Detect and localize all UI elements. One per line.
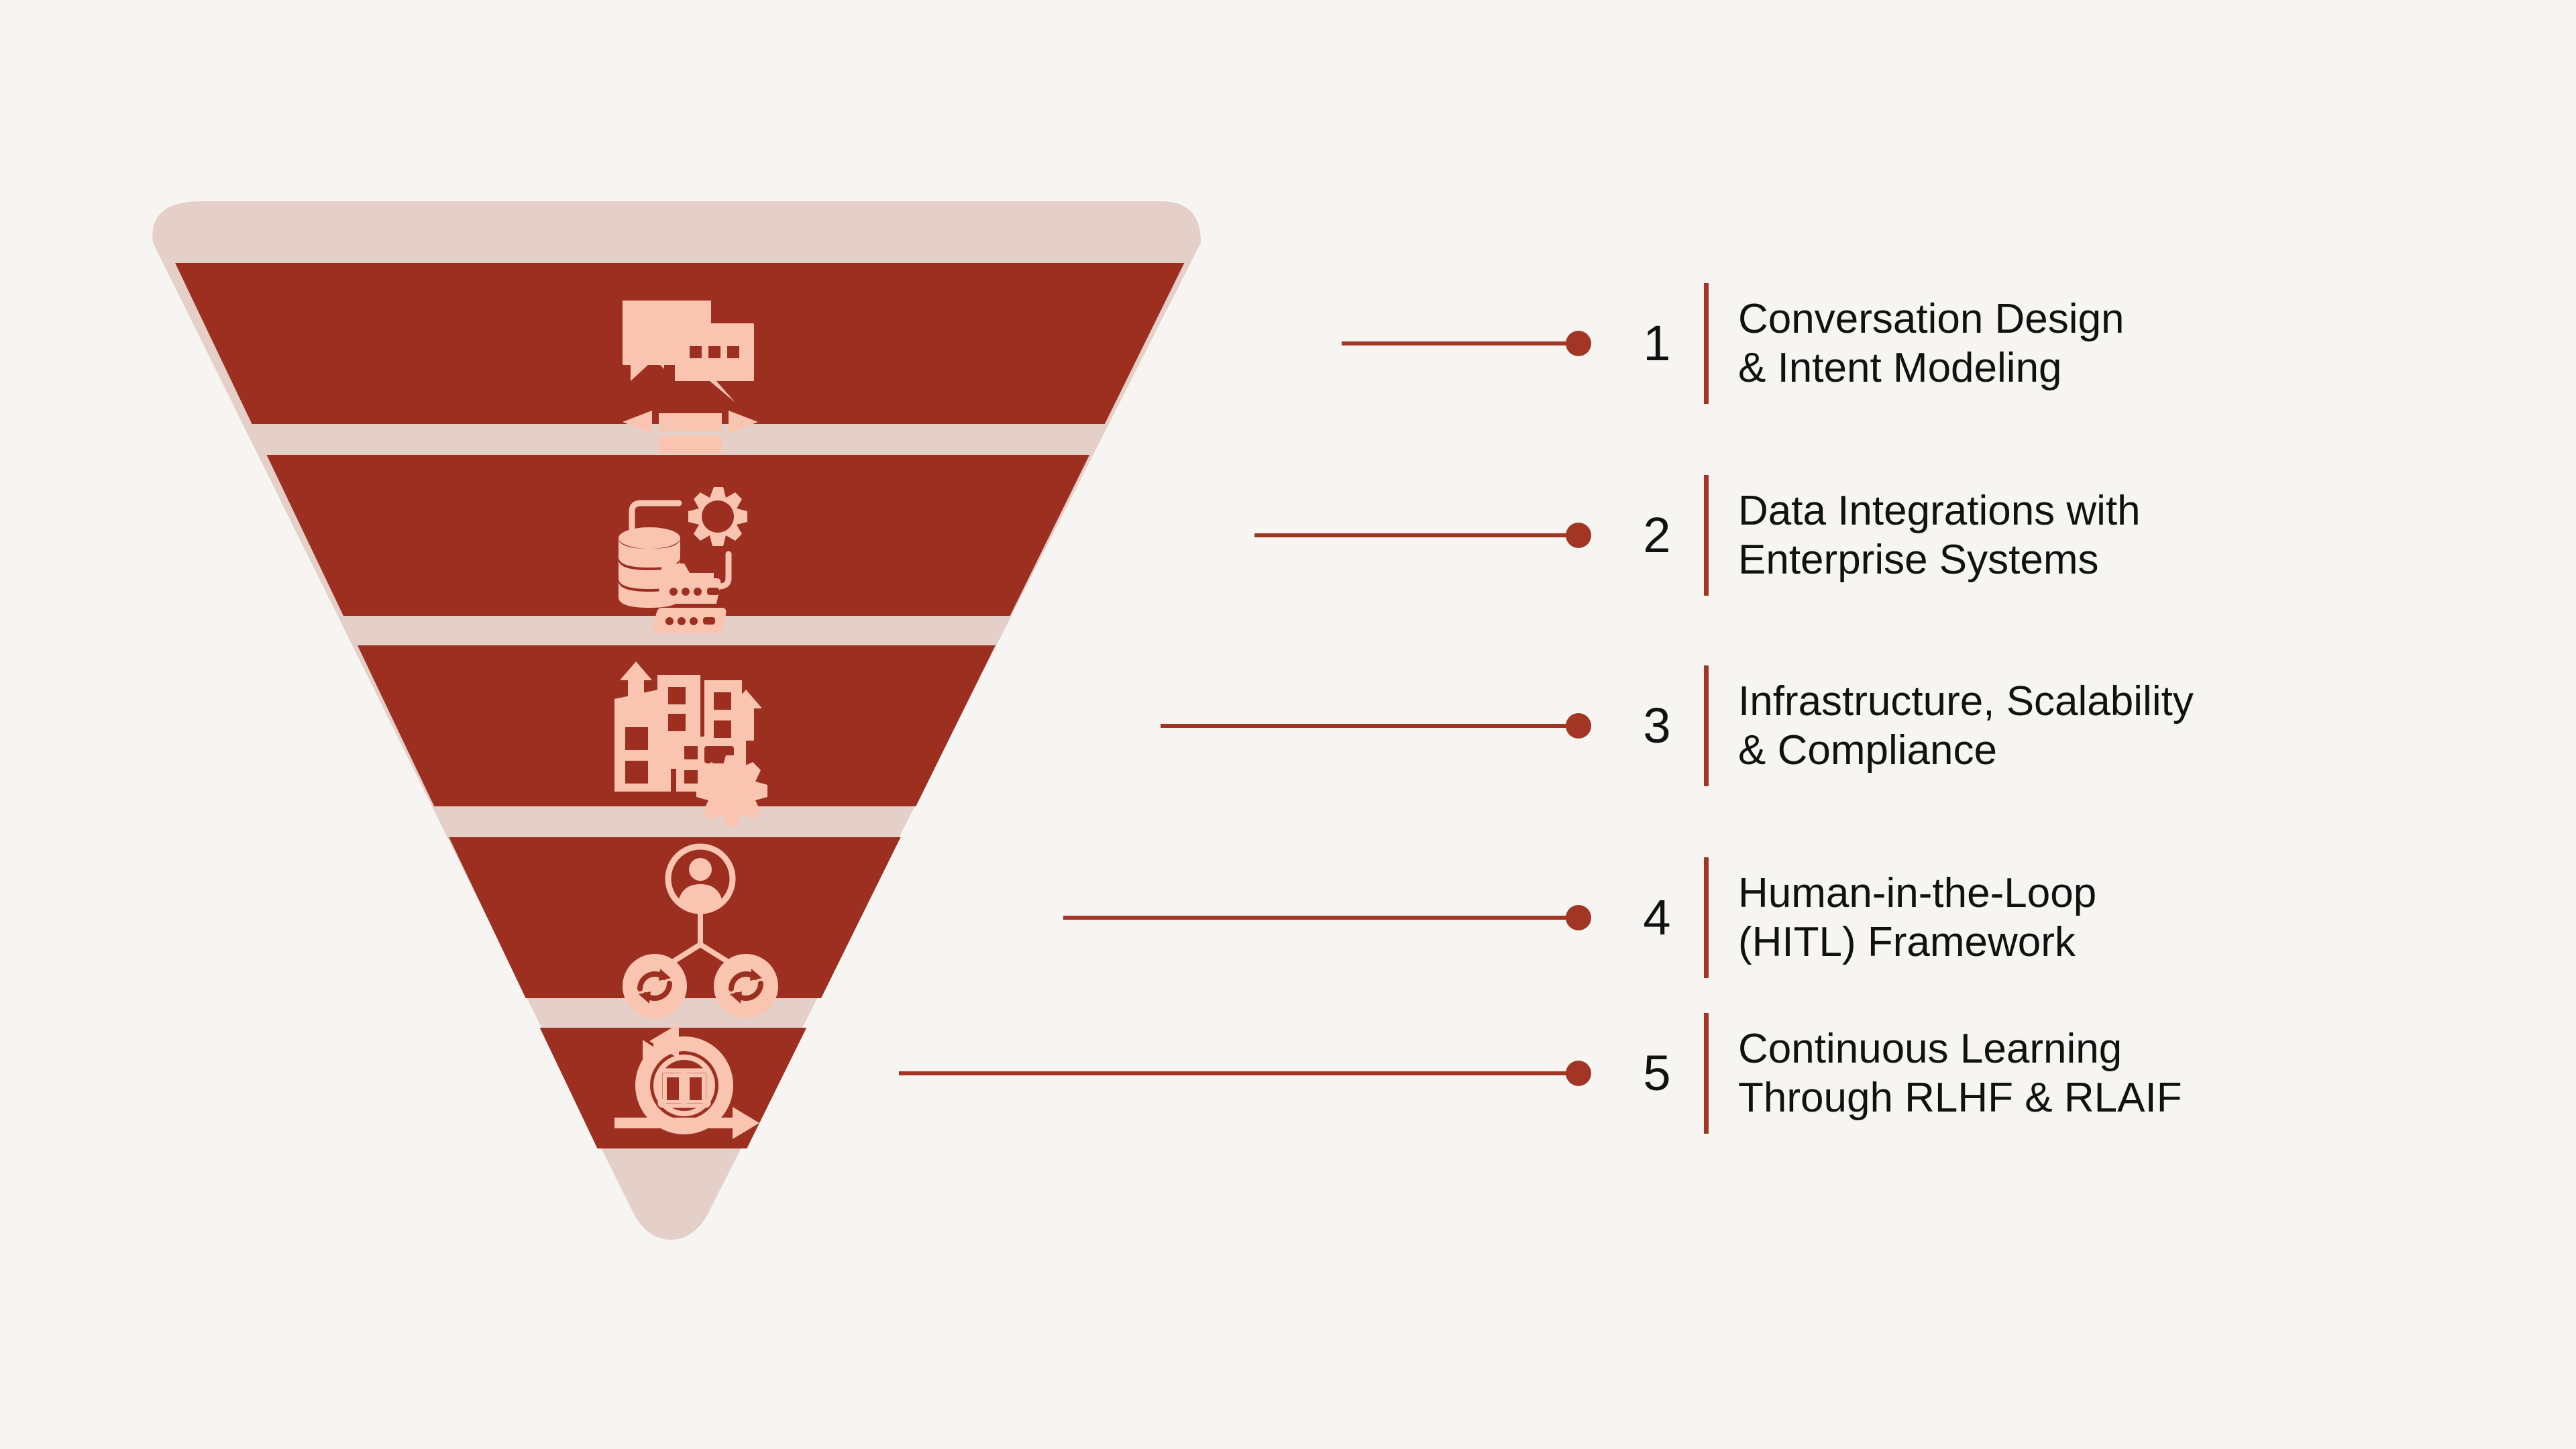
person-sync-network-icon [623,843,778,1018]
legend-item-5[interactable]: 5 Continuous Learning Through RLHF & RLA… [1630,993,2182,1154]
conversation-bubbles-icon [623,301,758,453]
legend-item-3[interactable]: 3 Infrastructure, Scalability & Complian… [1630,645,2194,806]
funnel-segment-5 [149,1028,966,1148]
legend-divider-1 [1704,283,1709,404]
legend-label-3: Infrastructure, Scalability & Compliance [1738,678,2194,773]
legend-divider-4 [1704,857,1709,978]
legend-number-5: 5 [1643,1045,1671,1101]
legend-label-2: Data Integrations with Enterprise System… [1738,487,2141,583]
buildings-growth-gear-icon [614,661,767,826]
legend-number-2: 2 [1643,507,1671,563]
legend-label-4: Human-in-the-Loop (HITL) Framework [1738,869,2097,965]
legend-item-2[interactable]: 2 Data Integrations with Enterprise Syst… [1630,455,2141,616]
legend-label-1: Conversation Design & Intent Modeling [1738,295,2125,391]
legend-item-4[interactable]: 4 Human-in-the-Loop (HITL) Framework [1630,837,2096,998]
connector-dot-2 [1566,523,1591,548]
connector-dot-1 [1566,331,1591,356]
connector-dot-4 [1566,905,1591,930]
legend-list: 1 Conversation Design & Intent Modeling … [1630,0,2502,1449]
legend-number-3: 3 [1643,698,1671,753]
legend-divider-3 [1704,665,1709,786]
legend-item-1[interactable]: 1 Conversation Design & Intent Modeling [1630,263,2125,424]
legend-number-4: 4 [1643,890,1671,945]
legend-label-5: Continuous Learning Through RLHF & RLAIF [1738,1025,2182,1121]
legend-divider-5 [1704,1013,1709,1134]
book-refresh-arrow-icon [614,1024,759,1139]
connector-dot-3 [1566,713,1591,739]
connector-dot-5 [1566,1061,1591,1086]
database-gear-server-icon [619,487,747,633]
legend-divider-2 [1704,475,1709,596]
funnel-segment-4 [149,837,1063,998]
connector-lines [899,331,1591,1086]
legend-number-1: 1 [1643,315,1671,371]
